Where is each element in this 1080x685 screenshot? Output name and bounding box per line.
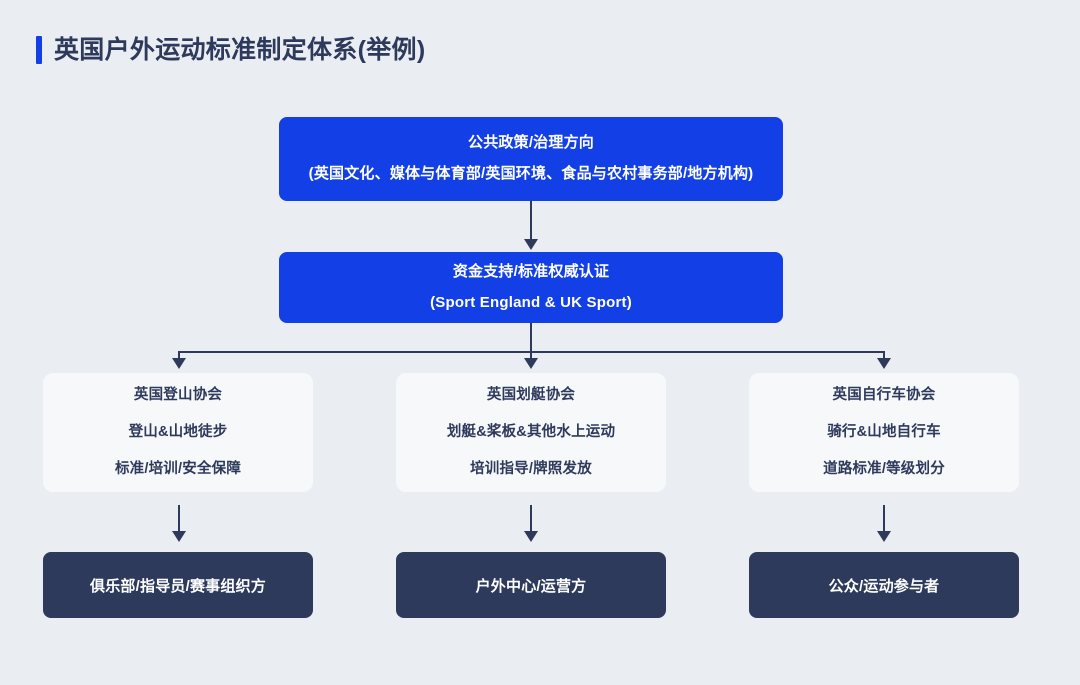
- node-public-policy-line-2: (英国文化、媒体与体育部/英国环境、食品与农村事务部/地方机构): [308, 165, 754, 182]
- node-canoeing-line-2: 划艇&桨板&其他水上运动: [446, 424, 616, 441]
- node-funding-authority[interactable]: 资金支持/标准权威认证 (Sport England & UK Sport): [279, 252, 783, 323]
- node-public-participants[interactable]: 公众/运动参与者: [749, 552, 1019, 618]
- connector-drop-center: [530, 351, 532, 366]
- arrow-down-icon-right: [877, 358, 891, 369]
- node-mountaineering-line-1: 英国登山协会: [133, 387, 223, 404]
- node-funding-authority-line-1: 资金支持/标准权威认证: [452, 262, 610, 280]
- node-mountaineering-line-2: 登山&山地徒步: [128, 424, 228, 441]
- arrow-down-icon: [172, 531, 186, 542]
- connector-line: [883, 505, 885, 532]
- connector-drop-left: [178, 351, 180, 361]
- arrow-down-icon: [524, 531, 538, 542]
- node-cycling-line-2: 骑行&山地自行车: [827, 424, 941, 441]
- arrow-down-icon-center: [524, 358, 538, 369]
- node-public-policy[interactable]: 公共政策/治理方向 (英国文化、媒体与体育部/英国环境、食品与农村事务部/地方机…: [279, 117, 783, 201]
- node-cycling-line-1: 英国自行车协会: [832, 387, 936, 404]
- connector-stem: [530, 323, 532, 353]
- arrow-down-icon: [524, 239, 538, 250]
- node-clubs-label: 俱乐部/指导员/赛事组织方: [90, 577, 266, 595]
- node-funding-authority-line-2: (Sport England & UK Sport): [430, 293, 632, 311]
- node-mountaineering-association[interactable]: 英国登山协会 登山&山地徒步 标准/培训/安全保障: [43, 373, 313, 492]
- arrow-down-icon: [877, 531, 891, 542]
- connector-line: [178, 505, 180, 532]
- node-public-label: 公众/运动参与者: [828, 577, 940, 595]
- connector-line: [530, 201, 532, 240]
- connector-line: [530, 505, 532, 532]
- node-mountaineering-line-3: 标准/培训/安全保障: [114, 460, 242, 477]
- page-title-text: 英国户外运动标准制定体系(举例): [54, 35, 426, 64]
- arrow-down-icon-left: [172, 358, 186, 369]
- connector-horizontal-bar: [178, 351, 884, 353]
- node-canoeing-association[interactable]: 英国划艇协会 划艇&桨板&其他水上运动 培训指导/牌照发放: [396, 373, 666, 492]
- connector-drop-right: [883, 351, 885, 361]
- node-cycling-line-3: 道路标准/等级划分: [823, 460, 945, 477]
- node-cycling-association[interactable]: 英国自行车协会 骑行&山地自行车 道路标准/等级划分: [749, 373, 1019, 492]
- node-canoeing-line-1: 英国划艇协会: [486, 387, 576, 404]
- node-public-policy-line-1: 公共政策/治理方向: [468, 134, 594, 152]
- node-clubs-instructors-organizers[interactable]: 俱乐部/指导员/赛事组织方: [43, 552, 313, 618]
- node-outdoor-centers-operators[interactable]: 户外中心/运营方: [396, 552, 666, 618]
- node-canoeing-line-3: 培训指导/牌照发放: [470, 460, 592, 477]
- node-centers-label: 户外中心/运营方: [475, 577, 587, 595]
- page-title: 英国户外运动标准制定体系(举例): [36, 36, 425, 64]
- title-accent-bar: [36, 36, 42, 64]
